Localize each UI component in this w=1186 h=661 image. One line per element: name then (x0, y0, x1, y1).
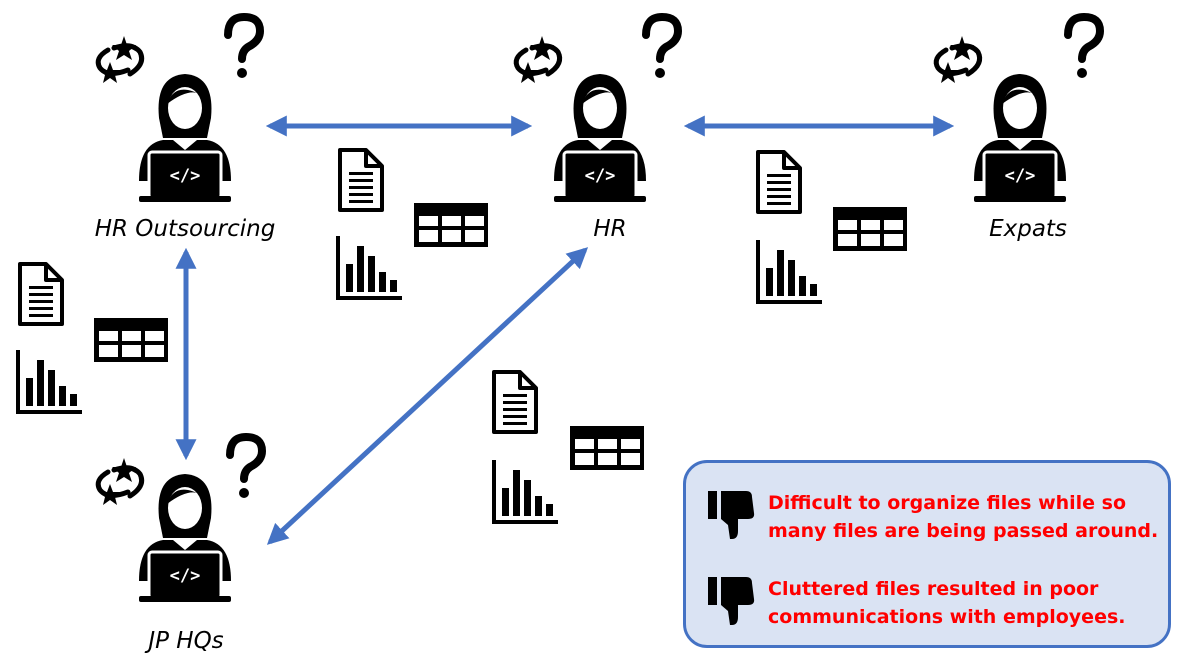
bar-chart-icon (16, 348, 84, 414)
issue-item: Difficult to organize files while so man… (708, 489, 1168, 545)
confusion-swirl-icon (516, 36, 559, 83)
issue-item: Cluttered files resulted in poor communi… (708, 575, 1168, 631)
bar-chart-icon (336, 234, 404, 300)
issue-text: Cluttered files resulted in poor communi… (768, 578, 1126, 628)
question-mark-icon (230, 437, 262, 498)
node-hr-outsourcing: HR Outsourcing (95, 17, 276, 242)
node-hr: HR (516, 17, 678, 242)
node-expats: Expats (936, 17, 1100, 242)
issue-text: Difficult to organize files while so man… (768, 492, 1159, 542)
thumbs-down-icon (708, 491, 755, 539)
document-icon (338, 148, 384, 212)
bar-chart-icon (756, 238, 824, 304)
issues-callout: Difficult to organize files while so man… (683, 460, 1171, 648)
person-laptop-icon (552, 72, 648, 204)
spreadsheet-icon (94, 318, 168, 362)
file-cluster (492, 370, 644, 524)
spreadsheet-icon (833, 207, 907, 251)
document-icon (492, 370, 538, 434)
node-label-jp-hqs: JP HQs (144, 628, 223, 654)
person-laptop-icon (137, 472, 233, 604)
arrow-hr-jphq (266, 247, 589, 545)
thumbs-down-icon (708, 577, 755, 625)
node-label-hr: HR (593, 216, 626, 242)
question-mark-icon (646, 17, 678, 78)
spreadsheet-icon (570, 426, 644, 470)
node-label-hr-outsourcing: HR Outsourcing (95, 216, 276, 242)
node-label-expats: Expats (989, 216, 1067, 242)
question-mark-icon (228, 17, 260, 78)
document-icon (18, 262, 64, 326)
spreadsheet-icon (414, 203, 488, 247)
node-jp-hqs: JP HQs (98, 437, 262, 654)
person-laptop-icon (972, 72, 1068, 204)
question-mark-icon (1068, 17, 1100, 78)
file-cluster (336, 148, 488, 300)
person-laptop-icon (137, 72, 233, 204)
confusion-swirl-icon (98, 458, 141, 505)
bar-chart-icon (492, 458, 560, 524)
file-cluster (756, 150, 907, 304)
confusion-swirl-icon (98, 36, 141, 83)
confusion-swirl-icon (936, 36, 979, 83)
file-cluster (16, 262, 168, 414)
document-icon (756, 150, 802, 214)
